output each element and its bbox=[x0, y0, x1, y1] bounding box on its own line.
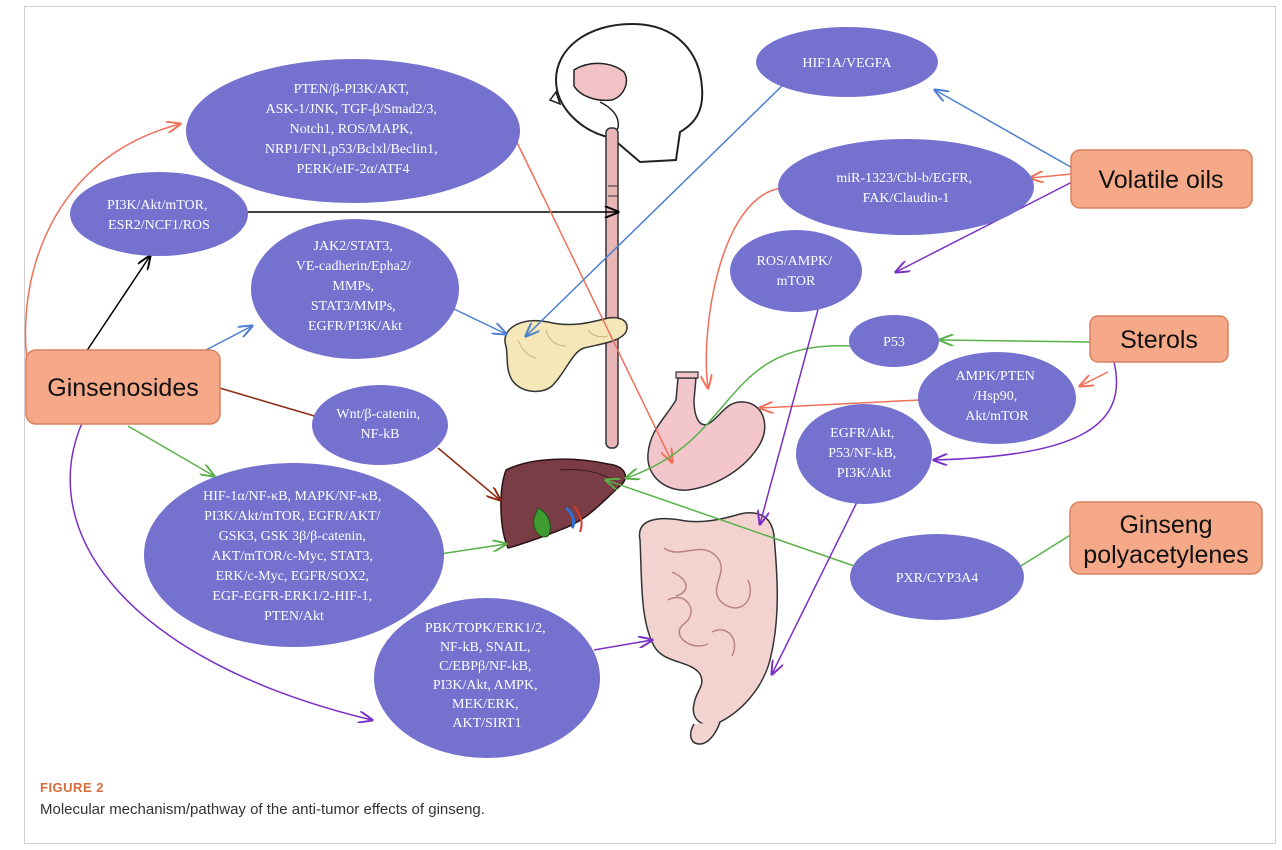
pathway-node-p4: Wnt/β-catenin, NF-kB bbox=[312, 385, 448, 465]
source-volatile-oils: Volatile oils bbox=[1071, 150, 1252, 208]
pathway-node-p11: AMPK/PTEN /Hsp90, Akt/mTOR bbox=[918, 352, 1076, 444]
svg-text:HIF-1α/NF-κB, MAPK/NF-κB,: HIF-1α/NF-κB, MAPK/NF-κB, PI3K/Akt/mTOR,… bbox=[203, 489, 385, 624]
svg-text:EGFR/Akt, P53/NF-kB,: EGFR/Akt, P53/NF-kB, PI3K/Akt bbox=[828, 426, 900, 481]
diagram-panel: PTEN/β-PI3K/AKT, ASK-1/JNK, TGF-β/Smad2/… bbox=[0, 0, 1282, 760]
arrow-p12-to-intestine bbox=[772, 492, 862, 674]
arrow-gins-to-p2 bbox=[82, 256, 150, 358]
svg-text:Volatile oils: Volatile oils bbox=[1098, 166, 1223, 194]
arrow-p3-to-pancreas bbox=[452, 308, 506, 334]
pathway-node-p3: JAK2/STAT3, VE-cadherin/Epha2/ MMPs, STA… bbox=[251, 219, 459, 359]
intestine-illustration bbox=[639, 513, 777, 744]
pathway-node-p5: HIF-1α/NF-κB, MAPK/NF-κB, PI3K/Akt/mTOR,… bbox=[144, 463, 444, 647]
arrow-oils-to-p8 bbox=[1030, 174, 1072, 178]
pathway-node-p8: miR-1323/Cbl-b/EGFR, FAK/Claudin-1 bbox=[778, 139, 1034, 235]
figure-caption: FIGURE 2 Molecular mechanism/pathway of … bbox=[40, 780, 1240, 818]
stomach-illustration bbox=[648, 372, 765, 490]
figure-caption-text: Molecular mechanism/pathway of the anti-… bbox=[40, 801, 1240, 818]
figure-label: FIGURE 2 bbox=[40, 780, 1240, 795]
source-ginseng-polyacetylenes: Ginseng polyacetylenes bbox=[1070, 502, 1262, 574]
arrow-gins-to-p3 bbox=[206, 326, 252, 350]
svg-text:P53: P53 bbox=[883, 335, 905, 350]
source-sterols: Sterols bbox=[1090, 316, 1228, 362]
arrow-p5-to-liver bbox=[440, 544, 506, 554]
pathway-node-p7: HIF1A/VEGFA bbox=[756, 27, 938, 97]
pathway-diagram: PTEN/β-PI3K/AKT, ASK-1/JNK, TGF-β/Smad2/… bbox=[0, 0, 1282, 760]
pathway-node-p9: ROS/AMPK/ mTOR bbox=[730, 230, 862, 312]
pathway-node-p10: P53 bbox=[849, 315, 939, 367]
svg-text:Sterols: Sterols bbox=[1120, 326, 1198, 354]
svg-text:PXR/CYP3A4: PXR/CYP3A4 bbox=[896, 571, 978, 586]
arrow-gins-to-p5 bbox=[128, 426, 214, 476]
pathway-node-p12: EGFR/Akt, P53/NF-kB, PI3K/Akt bbox=[796, 404, 932, 504]
arrow-p4-to-liver bbox=[438, 448, 500, 500]
arrow-gins-to-p4 bbox=[206, 384, 328, 420]
arrow-p6-to-intestine bbox=[594, 640, 652, 650]
arrow-gins-to-p1 bbox=[25, 124, 180, 388]
svg-text:polyacetylenes: polyacetylenes bbox=[1083, 541, 1248, 569]
liver-illustration bbox=[501, 459, 625, 548]
pathway-node-p2: PI3K/Akt/mTOR, ESR2/NCF1/ROS bbox=[70, 172, 248, 256]
pathway-node-p6: PBK/TOPK/ERK1/2, NF-kB, SNAIL, C/EBPβ/NF… bbox=[374, 598, 600, 758]
svg-text:HIF1A/VEGFA: HIF1A/VEGFA bbox=[802, 56, 892, 71]
svg-text:Ginseng: Ginseng bbox=[1119, 511, 1212, 539]
pathway-node-p13: PXR/CYP3A4 bbox=[850, 534, 1024, 620]
arrow-p9-to-intestine bbox=[760, 302, 820, 524]
arrow-sterols-to-p11 bbox=[1080, 372, 1108, 386]
arrow-sterols-to-p10 bbox=[940, 340, 1092, 342]
arrow-p11-to-stomach bbox=[760, 400, 920, 408]
arrow-p1-to-stomach bbox=[510, 128, 672, 462]
source-ginsenosides: Ginsenosides bbox=[26, 350, 220, 424]
svg-text:Ginsenosides: Ginsenosides bbox=[47, 374, 198, 402]
pathway-node-p1: PTEN/β-PI3K/AKT, ASK-1/JNK, TGF-β/Smad2/… bbox=[186, 59, 520, 203]
